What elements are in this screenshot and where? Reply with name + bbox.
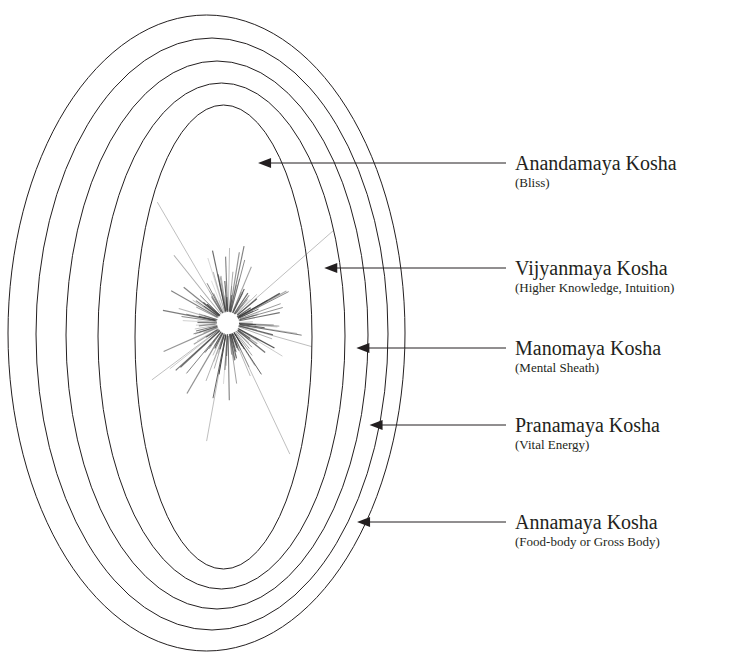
burst-ray [226,335,227,366]
sheath-meaning: (Mental Sheath) [515,360,747,376]
burst-ray [238,328,274,348]
burst-ray [240,325,297,334]
sheath-name: Annamaya Kosha [515,511,747,534]
burst-ray [213,334,226,398]
burst-ray [226,257,228,311]
sheath-name: Manomaya Kosha [515,337,747,360]
burst-ray [234,332,262,375]
burst-ray [238,323,274,325]
sheath-name: Pranamaya Kosha [515,414,747,437]
burst-ray [196,324,219,326]
burst-ray [203,302,221,317]
burst-ray [223,334,227,384]
burst-ray [233,334,251,376]
burst-ray [213,272,225,313]
leader-line [366,348,506,349]
burst-ray [237,231,333,315]
burst-ray [199,316,216,320]
sheath-label-group: Annamaya Kosha(Food-body or Gross Body) [515,511,747,550]
burst-ray [237,326,311,347]
starburst [152,202,333,454]
burst-ray [221,276,226,311]
burst-ray [196,326,218,331]
sheath-meaning: (Vital Energy) [515,437,747,453]
burst-ray [233,334,290,454]
burst-ray [228,248,229,311]
sheath-ellipse [98,83,345,589]
leader-line [367,522,506,523]
burst-ray [152,330,218,380]
burst-ray [180,330,220,367]
burst-ray [186,314,217,320]
burst-ray [236,292,288,319]
burst-ray [197,322,218,323]
burst-ray [230,260,244,314]
burst-ray [230,334,237,384]
sheath-meaning: (Higher Knowledge, Intuition) [515,280,747,296]
burst-ray [176,331,220,371]
burst-ray [179,309,217,320]
sheath-label-group: Vijyanmaya Kosha(Higher Knowledge, Intui… [515,257,747,296]
sheath-ellipse [135,105,312,569]
arrowhead [356,343,369,353]
burst-ray [237,321,253,323]
burst-ray [238,327,272,339]
sheath-label-group: Pranamaya Kosha(Vital Energy) [515,414,747,453]
burst-ray [207,335,226,441]
sheath-ellipse [36,38,388,630]
arrowhead [370,420,383,430]
burst-ray [239,325,301,335]
sheath-name: Anandamaya Kosha [515,152,747,175]
burst-ray [230,335,234,361]
leader-arrows [258,158,506,527]
sheath-ellipse [8,15,405,651]
burst-ray [184,287,221,317]
burst-core [217,312,239,334]
burst-ray [218,334,224,354]
sheath-ellipse [66,61,368,609]
leader-line [268,163,506,164]
burst-ray [170,330,220,369]
burst-ray [240,315,258,320]
sheath-name: Vijyanmaya Kosha [515,257,747,280]
burst-ray [237,311,253,318]
arrowhead [258,158,271,168]
burst-ray [237,291,287,318]
burst-ray [157,202,222,312]
leader-line [334,268,506,269]
arrowhead [324,263,337,273]
sheath-label-group: Anandamaya Kosha(Bliss) [515,152,747,191]
burst-ray [239,329,258,340]
arrowhead [357,517,370,527]
sheath-meaning: (Bliss) [515,175,747,191]
sheath-label-group: Manomaya Kosha(Mental Sheath) [515,337,747,376]
burst-ray [228,336,229,400]
burst-ray [214,333,224,362]
leader-line [380,425,506,426]
sheath-meaning: (Food-body or Gross Body) [515,534,747,550]
